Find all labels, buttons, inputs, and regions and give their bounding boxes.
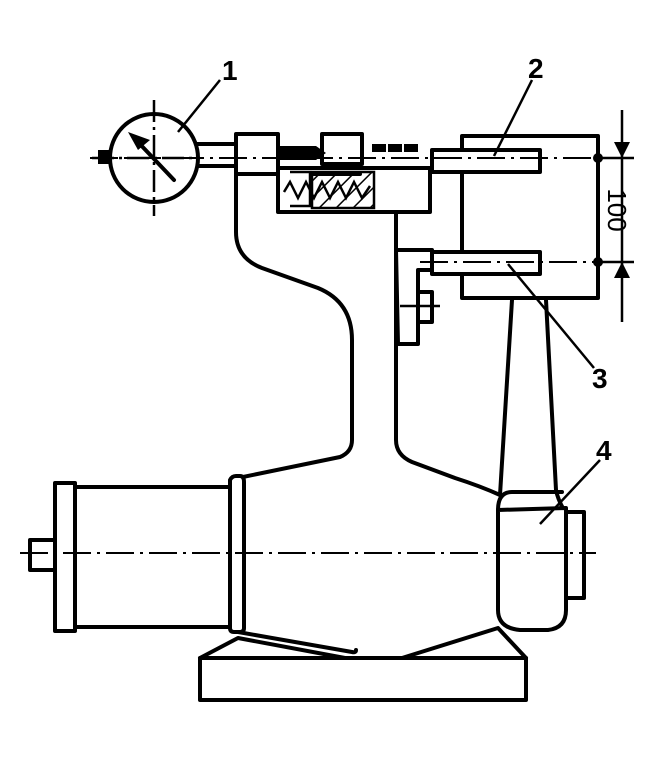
leader-lines [177,79,601,525]
probe-2 [430,148,542,174]
probe-frame [430,134,600,300]
callout-2: 2 [528,53,544,84]
dimension-label: 100 [602,188,632,231]
base-plate [198,626,528,702]
spindle-housing [28,474,246,634]
callouts: 1 2 3 4 [222,53,612,466]
center-lines [20,157,598,554]
dimension-100: 100 [593,110,634,322]
workpiece-arm [496,298,586,632]
callout-3: 3 [592,363,608,394]
top-arm [234,132,432,214]
frame-column [234,173,502,655]
callout-4: 4 [596,435,612,466]
vertical-holder [394,248,440,346]
scale-marks [372,144,418,152]
callout-1: 1 [222,55,238,86]
